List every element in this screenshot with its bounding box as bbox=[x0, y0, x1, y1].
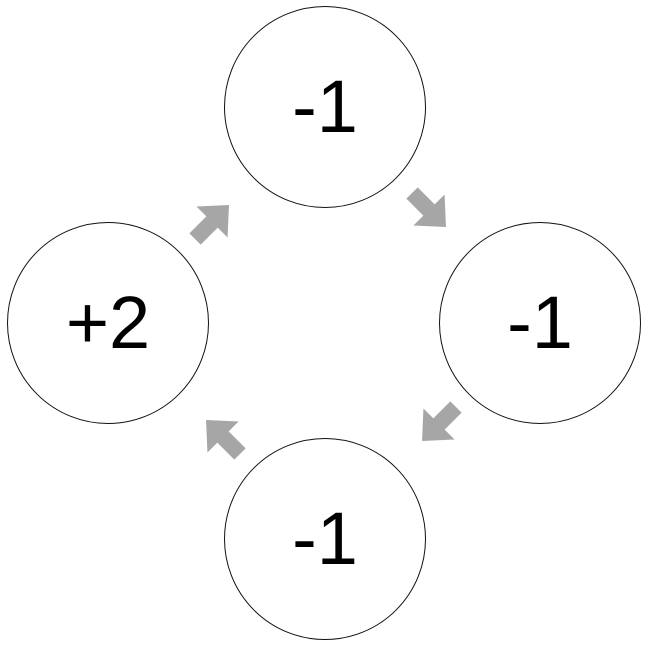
node-right: -1 bbox=[439, 222, 641, 424]
arrow-down-right-icon bbox=[399, 180, 459, 240]
node-right-label: -1 bbox=[507, 281, 573, 364]
arrow-up-right-icon bbox=[182, 192, 242, 252]
arrow-down-left-icon bbox=[409, 394, 469, 454]
arrow-up-left-icon bbox=[193, 407, 253, 467]
node-left-label: +2 bbox=[65, 281, 151, 364]
node-top: -1 bbox=[224, 6, 426, 208]
node-left: +2 bbox=[7, 222, 209, 424]
node-bottom-label: -1 bbox=[292, 497, 358, 580]
node-top-label: -1 bbox=[292, 65, 358, 148]
node-bottom: -1 bbox=[224, 438, 426, 640]
